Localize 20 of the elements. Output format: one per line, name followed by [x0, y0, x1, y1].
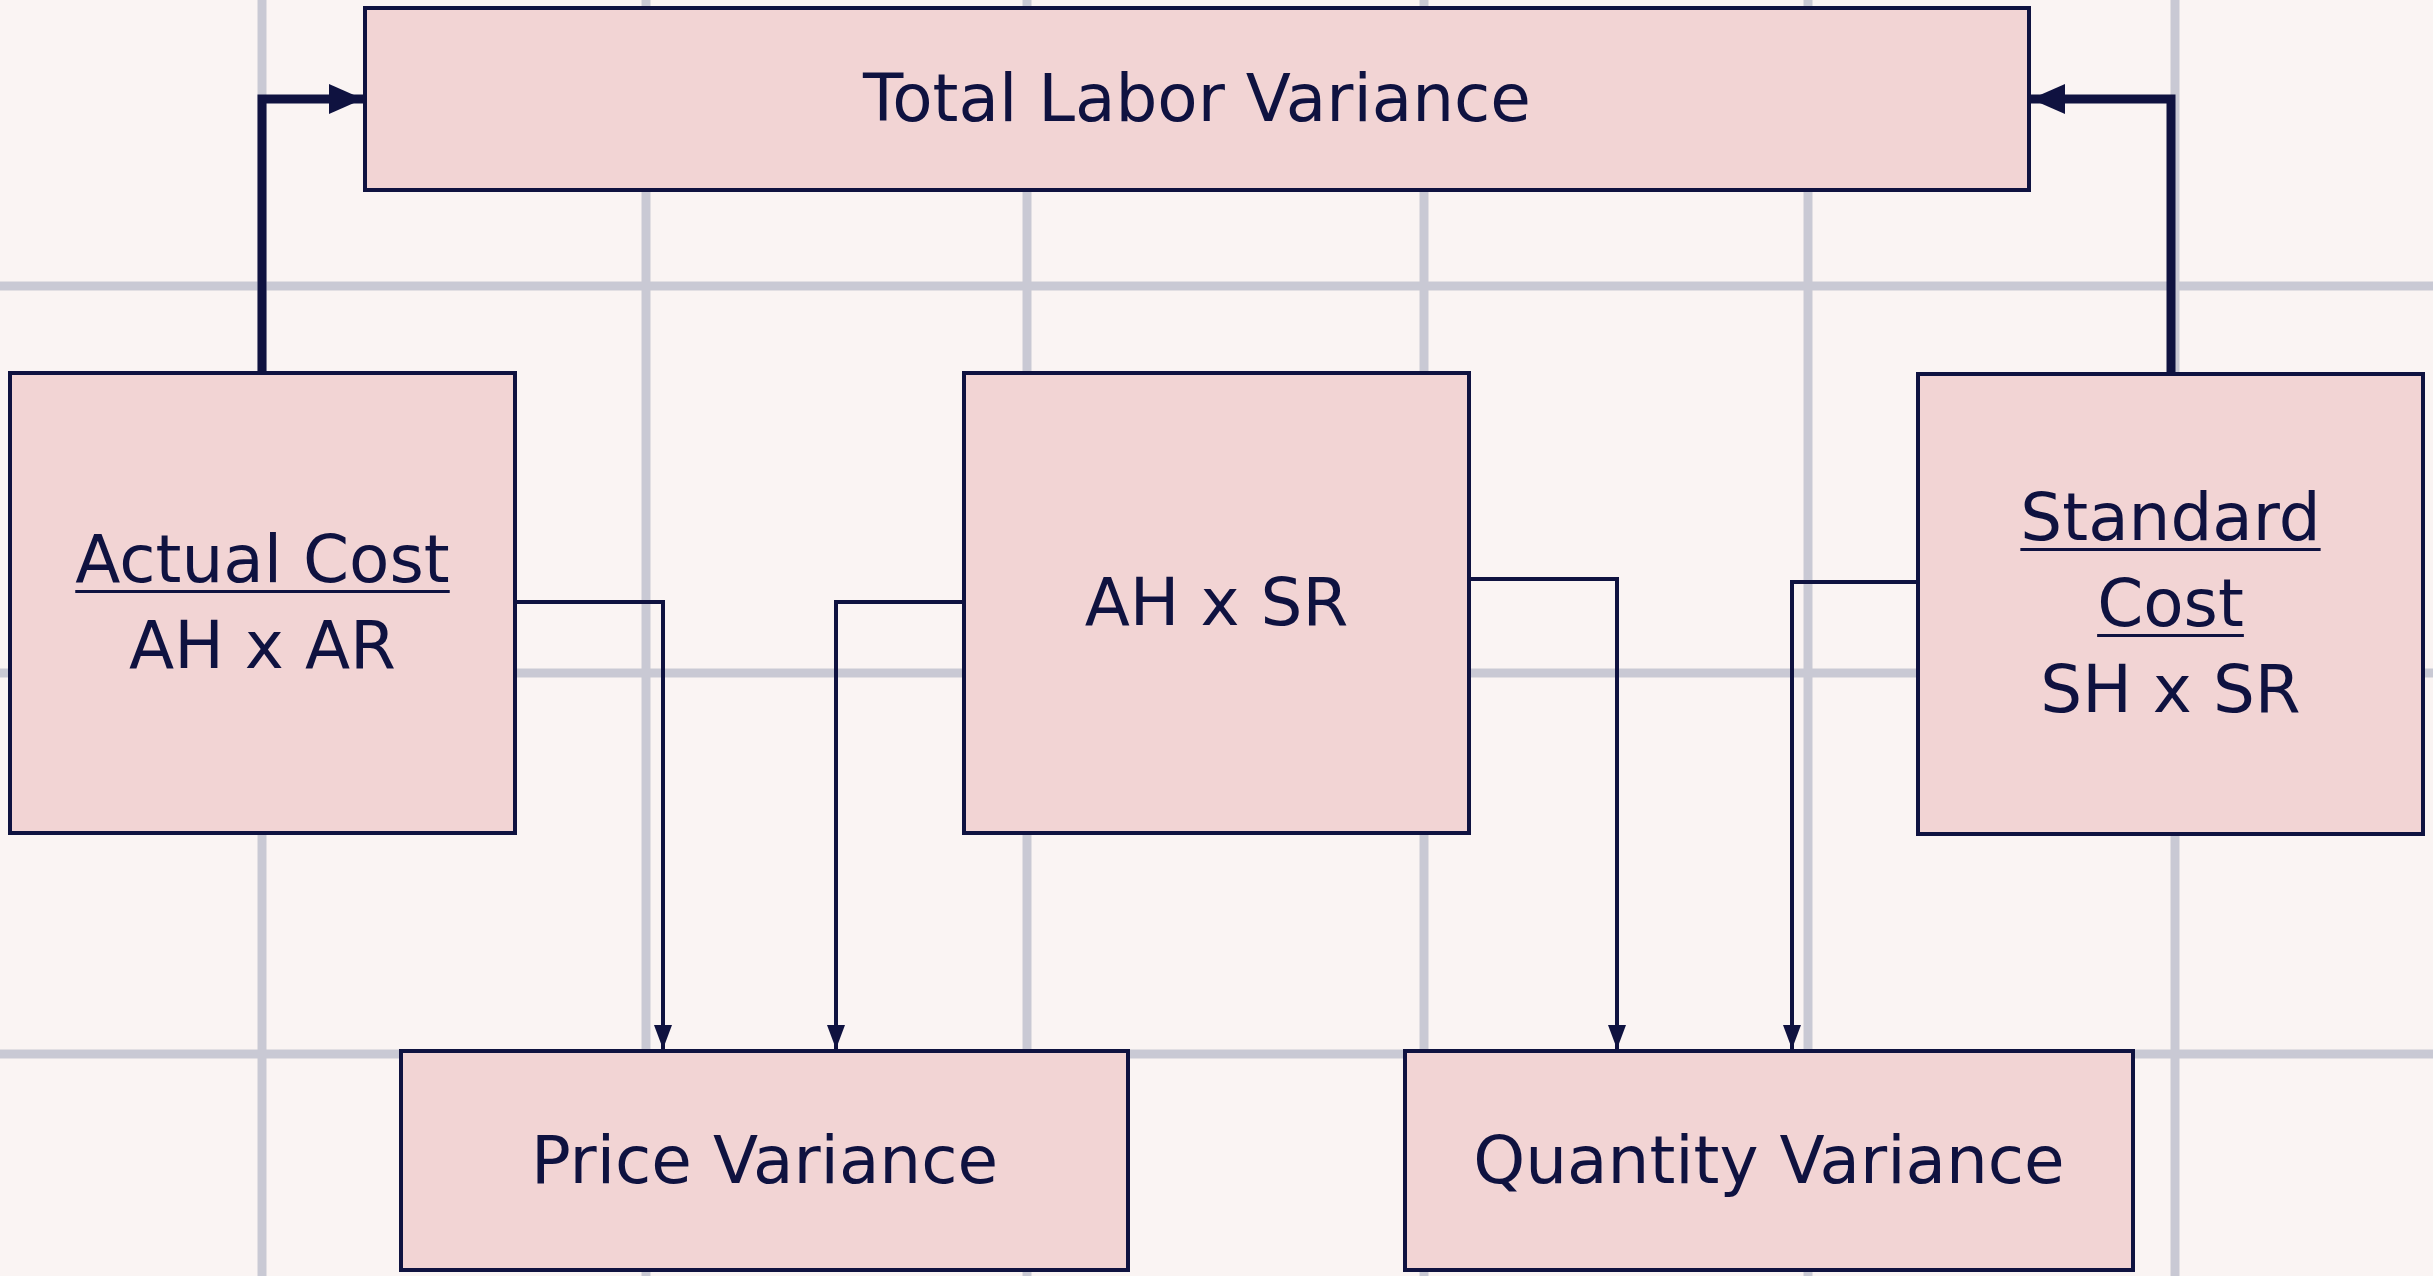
process-box — [363, 6, 2031, 192]
arrow — [257, 84, 363, 371]
node-text: SH x SR — [2039, 649, 2302, 730]
arrow — [517, 600, 672, 1049]
process-box — [1916, 372, 2425, 836]
arrow — [1471, 577, 1626, 1049]
arrow — [2031, 84, 2176, 372]
process-box — [962, 371, 1471, 835]
process-box — [399, 1049, 1130, 1272]
node-text: Price Variance — [529, 1120, 1000, 1201]
node-text: Quantity Variance — [1472, 1120, 2066, 1201]
process-box — [8, 371, 517, 835]
arrow — [1783, 580, 1916, 1049]
heading-text: Actual Cost — [74, 520, 451, 601]
heading-text: Standard Cost — [2019, 478, 2322, 645]
node-text: AH x SR — [1083, 563, 1350, 644]
node-text: Total Labor Variance — [861, 59, 1532, 140]
node-text: AH x AR — [128, 606, 397, 686]
process-box — [1403, 1049, 2135, 1272]
arrow — [827, 600, 962, 1049]
